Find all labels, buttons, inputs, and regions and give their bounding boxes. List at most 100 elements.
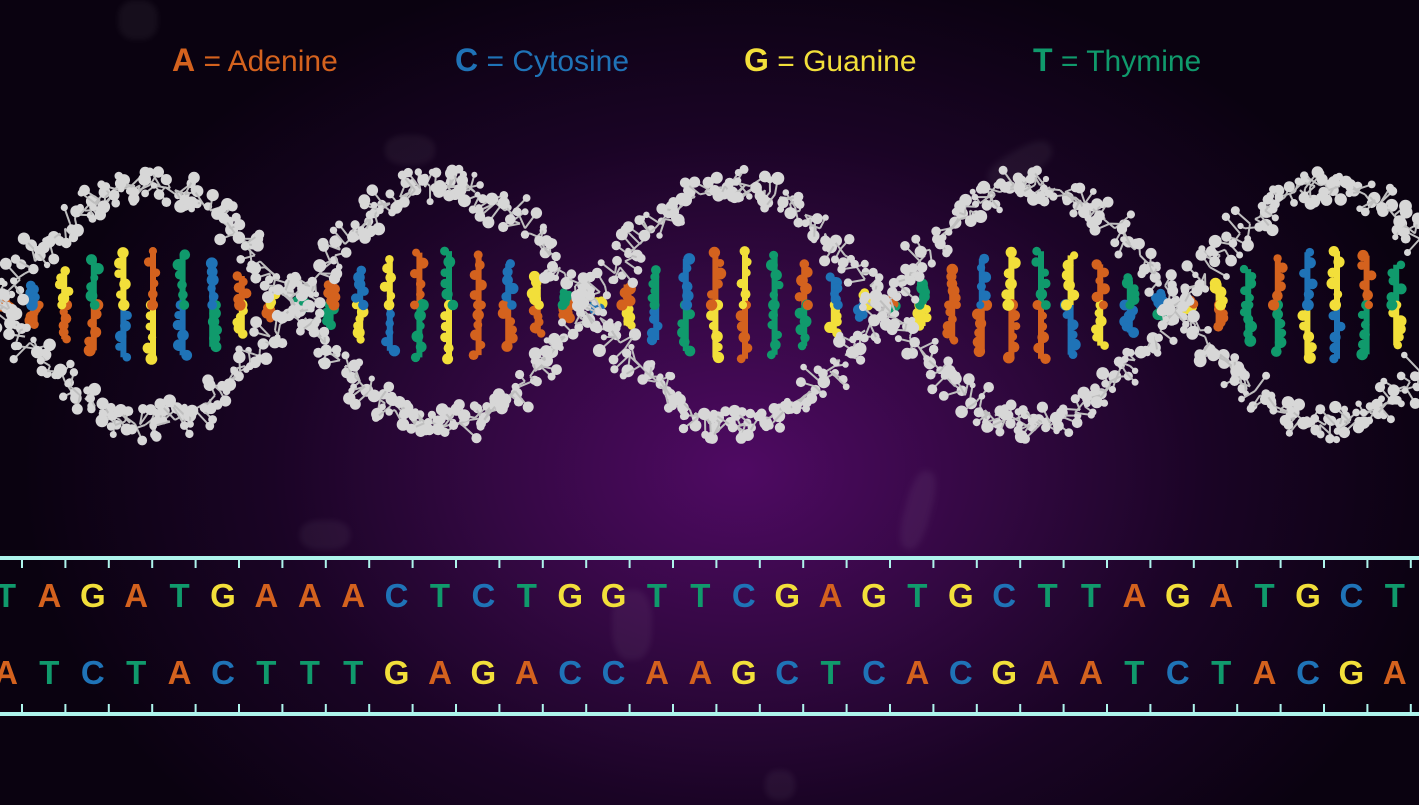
backbone-atom	[1269, 406, 1278, 415]
base-atom	[328, 299, 340, 311]
backbone-atom	[185, 196, 198, 209]
backbone-atom	[30, 336, 37, 343]
backbone-atom	[83, 386, 92, 395]
background-smudge	[118, 0, 158, 40]
backbone-atom	[348, 359, 361, 372]
backbone-atom	[400, 177, 412, 188]
backbone-atom	[37, 356, 45, 364]
backbone-atom	[905, 275, 916, 286]
base-atom	[1299, 268, 1308, 278]
backbone-atom	[1236, 251, 1244, 259]
base-atom	[1068, 330, 1078, 340]
base-atom	[537, 329, 546, 338]
bottom-base: G	[991, 654, 1018, 691]
backbone-atom	[1223, 273, 1230, 280]
backbone-atom	[385, 408, 393, 416]
backbone-atom	[274, 334, 281, 341]
bottom-base: A	[1079, 654, 1103, 691]
base-atom	[681, 281, 693, 292]
base-atom	[1244, 335, 1257, 347]
backbone-atom	[938, 391, 949, 401]
backbone-atom	[254, 229, 265, 240]
backbone-atom	[272, 284, 284, 296]
base-atom	[232, 271, 242, 281]
base-atom	[60, 266, 70, 276]
base-atom	[84, 336, 94, 346]
backbone-atom	[61, 237, 72, 249]
backbone-atom	[551, 364, 562, 375]
backbone-atom	[1120, 236, 1127, 243]
backbone-atom	[1131, 378, 1139, 386]
backbone-atom	[88, 382, 101, 396]
base-atom	[1395, 283, 1407, 295]
backbone-atom	[784, 207, 797, 220]
backbone-atom	[931, 337, 939, 345]
base-atom	[145, 322, 154, 331]
backbone-atom	[89, 203, 97, 211]
backbone-atom	[227, 201, 238, 212]
top-base: A	[297, 577, 322, 614]
backbone-atom	[1274, 192, 1284, 202]
backbone-atom	[1332, 436, 1341, 444]
backbone-atom	[43, 235, 56, 248]
backbone-atom	[1393, 215, 1406, 228]
backbone-atom	[931, 226, 941, 237]
base-atom	[1329, 342, 1340, 354]
top-base: G	[1164, 577, 1191, 614]
base-atom	[1032, 246, 1042, 256]
backbone-atom	[87, 404, 96, 414]
backbone-atom	[261, 342, 268, 349]
backbone-atom	[801, 219, 810, 228]
backbone-atom	[1318, 186, 1329, 198]
base-atom	[410, 269, 420, 279]
base-atom	[1009, 310, 1020, 321]
base-atom	[385, 328, 394, 337]
base-atom	[1037, 331, 1049, 344]
backbone-atom	[674, 393, 686, 406]
backbone-atom	[101, 182, 111, 191]
backbone-atom	[515, 369, 525, 380]
top-base: C	[384, 577, 409, 614]
base-atom	[233, 282, 244, 293]
base-atom	[1329, 299, 1341, 311]
backbone-atom	[637, 374, 648, 385]
backbone-atom	[811, 213, 823, 225]
base-atom	[174, 311, 183, 320]
base-atom	[1240, 286, 1249, 296]
base-atom	[1062, 259, 1074, 271]
base-atom	[1360, 320, 1370, 330]
base-atom	[238, 329, 248, 339]
legend-equals: =	[195, 45, 228, 78]
base-atom	[440, 332, 450, 343]
backbone-atom	[1207, 348, 1220, 362]
backbone-atom	[288, 304, 298, 315]
base-atom	[1100, 341, 1109, 350]
base-atom	[1393, 341, 1403, 350]
backbone-atom	[999, 181, 1011, 193]
top-base: G	[79, 577, 106, 614]
backbone-atom	[530, 207, 543, 219]
base-atom	[351, 293, 361, 303]
backbone-atom	[984, 422, 994, 433]
base-atom	[767, 320, 777, 330]
base-atom	[948, 314, 957, 324]
backbone-atom	[426, 198, 434, 206]
base-atom	[775, 280, 784, 290]
backbone-atom	[1292, 398, 1305, 411]
base-atom	[557, 299, 568, 311]
base-atom	[385, 272, 397, 283]
base-atom	[1002, 299, 1015, 311]
base-atom	[1388, 276, 1398, 286]
bottom-base: C	[601, 654, 626, 691]
base-atom	[209, 332, 221, 344]
backbone-atom	[567, 328, 579, 340]
backbone-atom	[153, 189, 165, 200]
backbone-bond	[658, 377, 671, 396]
base-atom	[1245, 278, 1257, 289]
backbone-atom	[109, 431, 117, 438]
base-atom	[1394, 315, 1407, 327]
base-atom	[83, 344, 96, 357]
legend-letter-t: T	[1033, 42, 1053, 78]
backbone-atom	[822, 214, 829, 221]
base-atom	[682, 290, 694, 302]
